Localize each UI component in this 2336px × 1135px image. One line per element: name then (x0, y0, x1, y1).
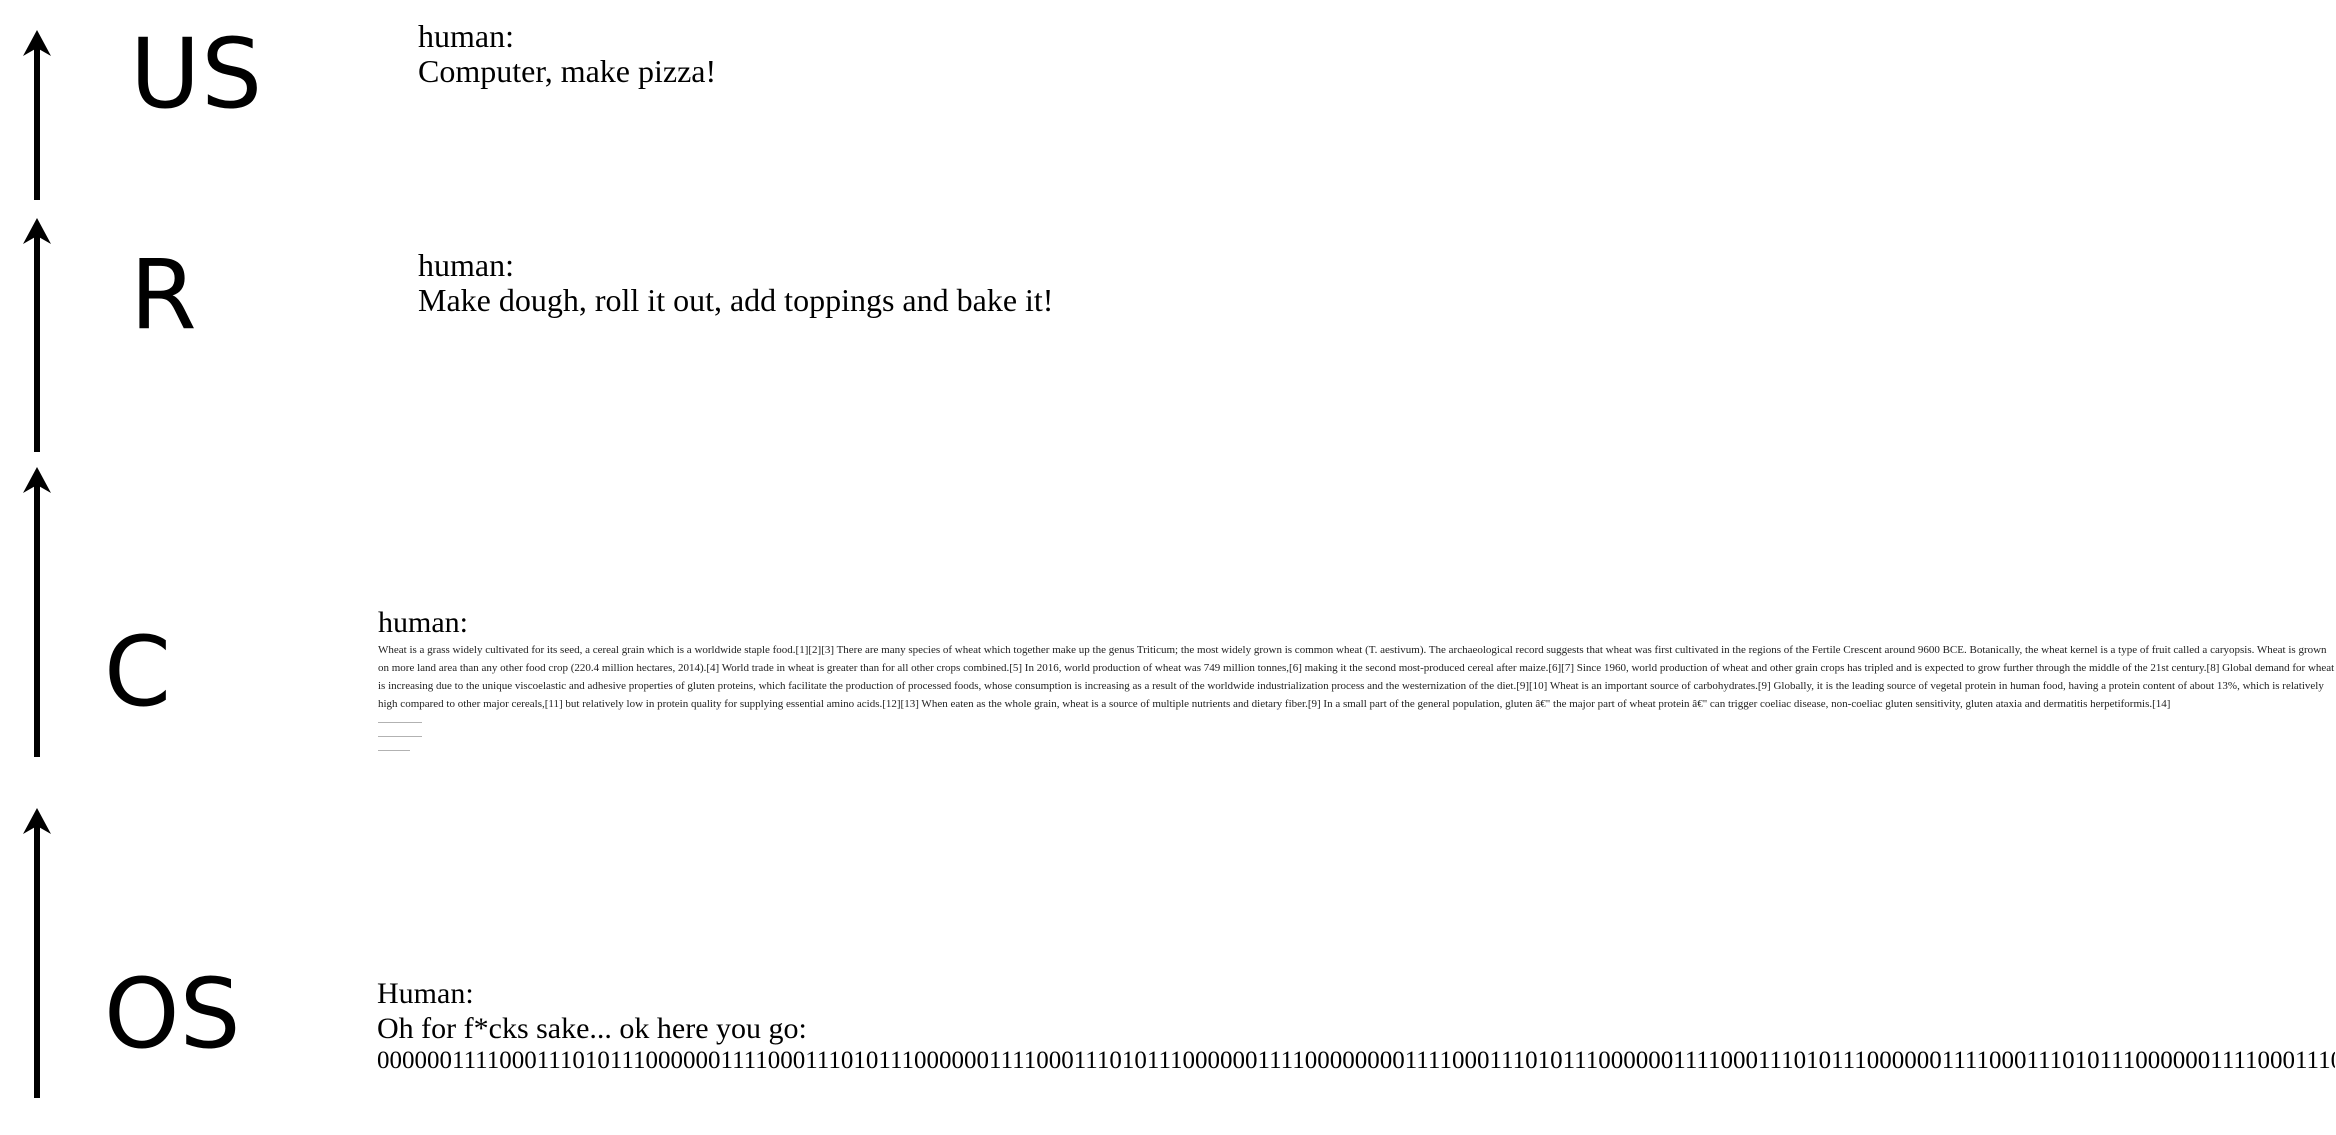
ellipsis-lines: ...................... .................… (378, 714, 2336, 756)
speaker-label: Human: (377, 977, 474, 1010)
wheat-paragraph: Wheat is a grass widely cultivated for i… (378, 644, 2335, 710)
ellipsis-line: ...................... (378, 730, 422, 739)
binary-output: 0000001111000111010111000000111100011101… (377, 1047, 2335, 1074)
layer-label-us: US (130, 18, 264, 130)
ellipsis-line: ................ (378, 744, 410, 753)
speaker-label: human: (378, 606, 468, 639)
message-text: Computer, make pizza! (418, 53, 717, 89)
up-arrow-icon (14, 808, 60, 1098)
up-arrow-icon (14, 218, 60, 452)
speaker-label: human: (418, 18, 514, 54)
ellipsis-line: ...................... (378, 716, 422, 725)
speaker-label: human: (418, 247, 514, 283)
message-os: Human: Oh for f*cks sake... ok here you … (377, 976, 2335, 1076)
message-r: human: Make dough, roll it out, add topp… (418, 248, 1053, 318)
layer-label-r: R (130, 239, 197, 351)
layer-label-os: OS (104, 958, 241, 1070)
message-us: human: Computer, make pizza! (418, 19, 716, 89)
layer-label-c: C (104, 616, 172, 728)
up-arrow-icon (14, 30, 60, 200)
message-text: Make dough, roll it out, add toppings an… (418, 282, 1054, 318)
message-c: human: Wheat is a grass widely cultivate… (378, 606, 2336, 756)
message-text: Oh for f*cks sake... ok here you go: (377, 1012, 807, 1045)
up-arrow-icon (14, 467, 60, 757)
